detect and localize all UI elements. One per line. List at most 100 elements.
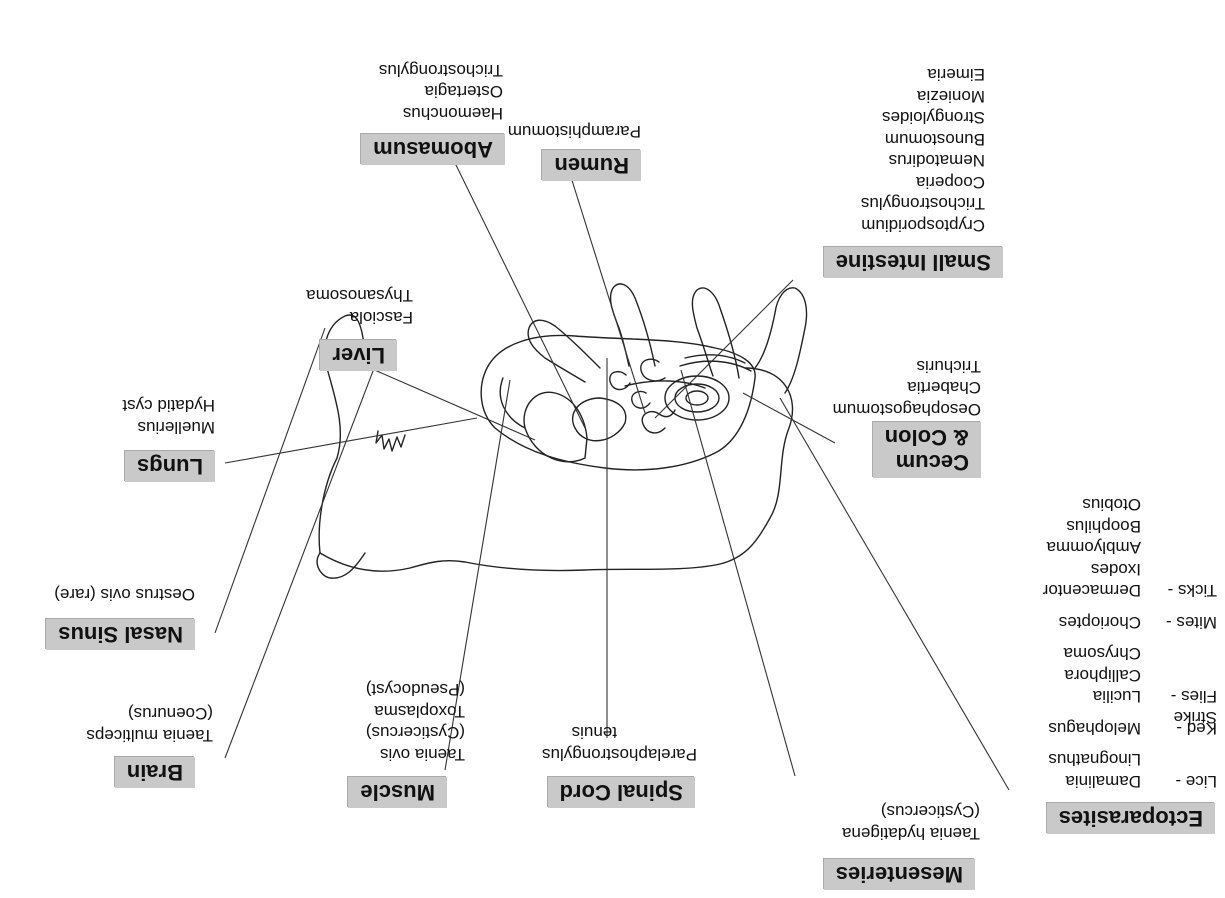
parasite-name: Damalinia: [1043, 771, 1141, 793]
parasite-name: Oestrus ovis (rare): [54, 584, 195, 606]
label-rumen-text: Rumen: [554, 153, 629, 178]
organ-mass: [481, 335, 755, 469]
ecto-group-lice: Lice - Damalinia Linognathus: [1043, 749, 1217, 792]
ecto-category: Lice -: [1147, 771, 1217, 793]
parasite-name: Boophilus: [1043, 516, 1141, 538]
parasite-name: Cooperia: [861, 172, 985, 194]
parasite-name: Moniezia: [861, 86, 985, 108]
parasite-name: Melophagus: [1043, 718, 1141, 740]
parasite-name: Oesophagostomum: [833, 399, 981, 421]
leader-line-abomasum: [455, 163, 585, 428]
parasite-name: Amblyomma: [1043, 537, 1141, 559]
ecto-group-ticks: Ticks - Dermacentor Ixodes Amblyomma Boo…: [1043, 494, 1217, 602]
label-spinal-cord: Spinal Cord: [548, 777, 695, 808]
parasite-name: Ostertagia: [379, 81, 503, 103]
parasite-name: Toxoplasma: [366, 701, 465, 723]
parasite-name: Lucilia: [1043, 686, 1141, 708]
leader-line-liver: [370, 368, 535, 440]
parasite-name: Strongyloides: [861, 107, 985, 129]
parasite-name: (Cysticercus): [366, 722, 465, 744]
ecto-category: Mites -: [1147, 612, 1217, 634]
parasite-name: Otobius: [1043, 494, 1141, 516]
parasite-name: (Pseudocyst): [366, 679, 465, 701]
label-mesenteries-text: Mesenteries: [836, 862, 963, 887]
neck-outline: [317, 553, 365, 578]
label-brain-text: Brain: [127, 760, 183, 785]
abomasum-list: Haemonchus Ostertagia Trichostrongylus: [379, 60, 503, 125]
parasite-name: Parelaphostrongylus: [542, 744, 697, 766]
parasite-name: Chabertia: [833, 377, 981, 399]
front-leg-outline-2: [528, 320, 600, 382]
parasite-name: Taenia multiceps: [86, 725, 213, 747]
ecto-group-mites: Mites - Chorioptes: [1043, 612, 1217, 634]
label-cecum-colon-line: Cecum: [885, 450, 969, 475]
label-liver-text: Liver: [332, 343, 385, 368]
label-liver: Liver: [320, 340, 397, 371]
parasite-name: (Cysticercus): [842, 801, 980, 823]
parasite-name: Taenia ovis: [366, 744, 465, 766]
parasite-name: Cryptosporidium: [861, 215, 985, 237]
parasite-name: Calliphora: [1043, 665, 1141, 687]
label-muscle-text: Muscle: [360, 780, 435, 805]
ecto-category: Ticks -: [1147, 580, 1217, 602]
parasite-name: Hydatid cyst: [122, 395, 215, 417]
parasite-name: Chrysoma: [1043, 643, 1141, 665]
label-spinal-cord-text: Spinal Cord: [560, 780, 683, 805]
cecum-colon-list: Oesophagostomum Chabertia Trichuris: [833, 356, 981, 421]
ecto-group-strike-flies: Strike Flies - Lucilia Calliphora Chryso…: [1043, 643, 1217, 708]
parasite-name: Trichostrongylus: [861, 193, 985, 215]
label-rumen: Rumen: [542, 150, 641, 181]
liver-lobe: [524, 392, 587, 462]
small-intestine-list: Cryptosporidium Trichostrongylus Cooperi…: [861, 64, 985, 236]
parasite-name: tenuis: [542, 722, 697, 744]
label-lungs-text: Lungs: [137, 454, 203, 479]
parasite-name: Thysanosoma: [306, 285, 413, 307]
parasite-name: (Coenurus): [86, 703, 213, 725]
label-abomasum: Abomasum: [361, 134, 505, 165]
label-mesenteries: Mesenteries: [824, 859, 975, 890]
mesenteries-list: Taenia hydatigena (Cysticercus): [842, 801, 980, 844]
lungs-list: Muellerius Hydatid cyst: [122, 395, 215, 438]
label-small-intestine-text: Small Intestine: [836, 250, 991, 275]
label-cecum-colon-line: & Colon: [885, 425, 969, 450]
parasite-name: Taenia hydatigena: [842, 823, 980, 845]
parasite-name: Trichostrongylus: [379, 60, 503, 82]
parasite-name: Eimeria: [861, 64, 985, 86]
label-cecum-colon: Cecum & Colon: [873, 422, 981, 478]
nasal-sinus-list: Oestrus ovis (rare): [54, 584, 195, 606]
ecto-category: Strike Flies -: [1147, 686, 1217, 729]
parasite-name: Dermacentor: [1043, 580, 1141, 602]
parasite-name: Paramphistomum: [508, 121, 641, 143]
parasite-name: Linognathus: [1043, 749, 1141, 771]
parasite-name: Haemonchus: [379, 103, 503, 125]
spinal-cord-list: Parelaphostrongylus tenuis: [542, 722, 697, 765]
leader-line-small-intestine: [655, 280, 793, 418]
label-small-intestine: Small Intestine: [824, 247, 1003, 278]
parasite-name: Muellerius: [122, 417, 215, 439]
parasite-name: Nematodirus: [861, 150, 985, 172]
label-abomasum-text: Abomasum: [373, 137, 493, 162]
muscle-list: Taenia ovis (Cysticercus) Toxoplasma (Ps…: [366, 679, 465, 765]
label-nasal-sinus: Nasal Sinus: [46, 619, 195, 650]
parasite-name: Bunostomum: [861, 129, 985, 151]
label-nasal-sinus-text: Nasal Sinus: [58, 622, 183, 647]
leader-line-nasal-sinus: [215, 328, 325, 633]
leader-line-brain: [225, 358, 378, 758]
parasite-name: Ixodes: [1043, 559, 1141, 581]
parasite-name: Trichuris: [833, 356, 981, 378]
leader-line-lungs: [225, 418, 477, 463]
label-lungs: Lungs: [125, 451, 215, 482]
leader-line-cecum-colon: [743, 393, 835, 443]
leader-line-rumen: [565, 158, 645, 413]
label-ectoparasites: Ectoparasites: [1047, 803, 1215, 834]
ectoparasites-list: Lice - Damalinia Linognathus Ked - Melop…: [1043, 484, 1217, 792]
label-brain: Brain: [115, 757, 195, 788]
brain-list: Taenia multiceps (Coenurus): [86, 703, 213, 746]
parasite-name: Chorioptes: [1043, 612, 1141, 634]
label-muscle: Muscle: [348, 777, 447, 808]
parasite-name: Fasciola: [306, 307, 413, 329]
liver-list: Fasciola Thysanosoma: [306, 285, 413, 328]
hind-leg-outline: [755, 288, 807, 393]
